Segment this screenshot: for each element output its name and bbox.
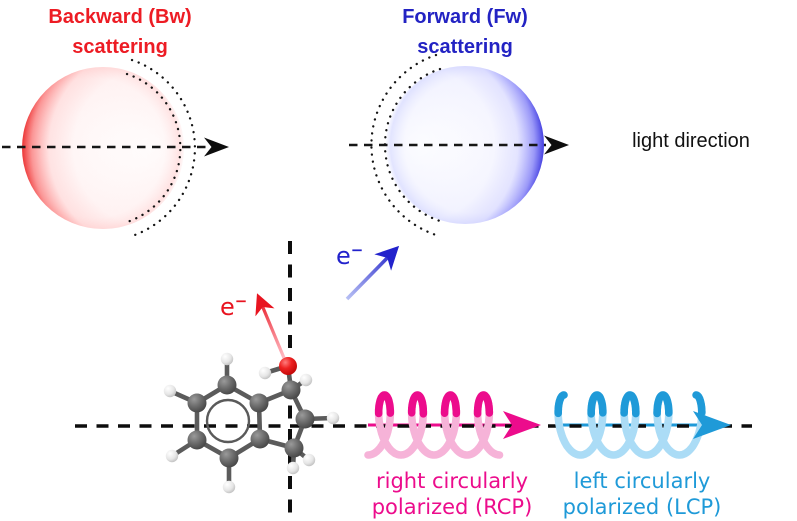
backward-title-line2: scattering <box>72 36 168 58</box>
atom-hydrogen <box>220 352 234 366</box>
backward-axis-arrowhead-icon <box>204 137 229 157</box>
electron-charge-superscript: − <box>234 292 248 310</box>
atom-hydrogen <box>302 453 316 467</box>
rcp-helix-front-strand <box>407 391 428 418</box>
forward-title-line2: scattering <box>417 36 513 58</box>
electron-charge-superscript: − <box>350 241 364 259</box>
atom-carbon <box>284 438 304 458</box>
electron-symbol: e <box>220 293 235 321</box>
forward-electron-arrow <box>345 245 400 301</box>
atom-carbon <box>295 409 315 429</box>
rcp-helix-wave <box>364 391 504 459</box>
forward-scattering-title: Forward (Fw) scattering <box>365 2 565 62</box>
lcp-helix-wave <box>554 391 706 459</box>
lcp-helix-front-strand <box>692 391 706 417</box>
forward-wavefront-arc-inner <box>383 67 442 223</box>
atom-carbon <box>187 393 207 413</box>
backward-electron-label: e− <box>220 289 247 319</box>
backward-electron-arrow <box>255 293 286 359</box>
aromatic-ring-circle <box>205 398 251 444</box>
atom-hydrogen <box>299 373 313 387</box>
backward-red-crescent <box>22 67 184 229</box>
atom-carbon <box>249 393 269 413</box>
atom-carbon <box>219 448 239 468</box>
forward-title-line1: Forward (Fw) <box>402 6 528 28</box>
atom-hydrogen <box>258 366 272 380</box>
lcp-helix-front-strand <box>554 391 568 418</box>
atom-carbon <box>281 380 301 400</box>
atom-hydrogen <box>163 384 177 398</box>
backward-title-line1: Backward (Bw) <box>48 6 192 28</box>
atom-hydrogen <box>165 449 179 463</box>
rcp-helix-front-strand <box>473 391 494 418</box>
lcp-arrowhead-icon <box>693 411 731 439</box>
rcp-label-line2: polarized (RCP) <box>371 495 533 519</box>
forward-electron-label: e− <box>336 238 363 268</box>
indanol-molecule-model <box>163 352 340 494</box>
light-direction-label: light direction <box>632 130 750 152</box>
atom-carbon <box>250 429 270 449</box>
atom-carbon <box>187 430 207 450</box>
backward-wavefront-arc-inner <box>125 72 182 224</box>
backward-scattering-sphere <box>22 67 184 229</box>
atom-carbon <box>217 375 237 395</box>
forward-blue-crescent <box>386 66 544 224</box>
forward-scattering-sphere <box>386 66 544 224</box>
atom-hydrogen <box>286 461 300 475</box>
rcp-label-line1: right circularly <box>375 469 529 493</box>
lcp-helix-front-strand <box>587 391 607 418</box>
rcp-arrowhead-icon <box>503 411 541 439</box>
electron-symbol: e <box>336 242 351 270</box>
atom-hydrogen <box>326 411 340 425</box>
lcp-helix-front-strand <box>620 391 640 418</box>
rcp-helix-front-strand <box>440 391 461 418</box>
forward-axis-arrowhead-icon <box>544 135 569 155</box>
rcp-helix-front-strand <box>374 391 395 418</box>
backward-scattering-title: Backward (Bw) scattering <box>20 2 220 62</box>
lcp-helix-front-strand <box>653 391 673 418</box>
atom-oxygen <box>279 357 297 375</box>
lcp-label-line2: polarized (LCP) <box>562 495 722 519</box>
atom-hydrogen <box>222 480 236 494</box>
lcp-label: left circularly polarized (LCP) <box>537 468 747 520</box>
rcp-label: right circularly polarized (RCP) <box>347 468 557 520</box>
lcp-label-line1: left circularly <box>573 469 711 493</box>
